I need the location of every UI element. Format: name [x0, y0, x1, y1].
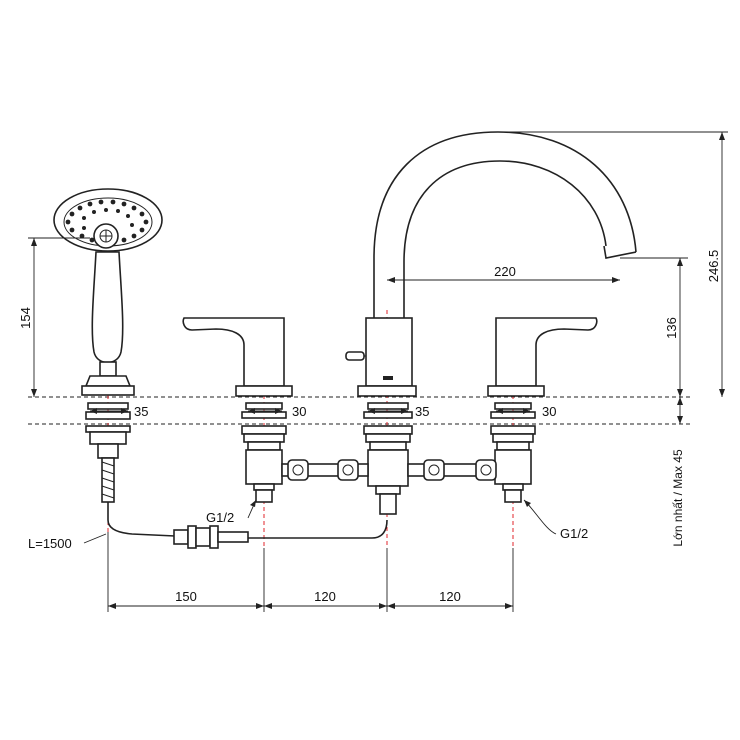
dim-deck-thickness-label: Lớn nhất / Max 45 [671, 449, 685, 547]
hose-length-leader [83, 533, 107, 544]
spout [345, 131, 637, 397]
dim-spout-reach-label: 220 [494, 264, 516, 279]
left-handle [182, 317, 293, 397]
dim-total-height [498, 131, 728, 397]
center-valve-body [363, 402, 413, 515]
spacing-2-label: 120 [314, 589, 336, 604]
thread-right-label: G1/2 [560, 526, 588, 541]
right-valve-body [490, 402, 536, 503]
shower-hose [107, 502, 176, 537]
shower-nozzles-icon [65, 199, 149, 243]
thread-left-label: G1/2 [206, 510, 234, 525]
dim-spacing [107, 532, 514, 612]
left-valve-body [241, 402, 287, 503]
dim-shower-height [28, 237, 90, 397]
shower-hose-connection [225, 519, 388, 539]
center-lines [107, 310, 514, 548]
left-dia-label: 30 [292, 404, 306, 419]
dim-deck-thickness [677, 397, 683, 424]
hose-length-label: L=1500 [28, 536, 72, 551]
dim-spout-reach [387, 277, 620, 283]
hand-shower [53, 188, 163, 396]
center-dia-label: 35 [415, 404, 429, 419]
dim-diameters [90, 408, 530, 414]
dim-spout-height-label: 136 [664, 317, 679, 339]
spacing-1-label: 150 [175, 589, 197, 604]
right-handle [487, 317, 598, 397]
shower-dia-label: 35 [134, 404, 148, 419]
right-dia-label: 30 [542, 404, 556, 419]
hose-connector [173, 525, 249, 549]
shower-holder-base [85, 402, 131, 503]
dim-spout-height [620, 257, 688, 397]
connecting-pipes [281, 459, 497, 481]
spacing-3-label: 120 [439, 589, 461, 604]
dim-shower-height-label: 154 [18, 307, 33, 329]
dim-total-height-label: 246.5 [706, 250, 721, 283]
